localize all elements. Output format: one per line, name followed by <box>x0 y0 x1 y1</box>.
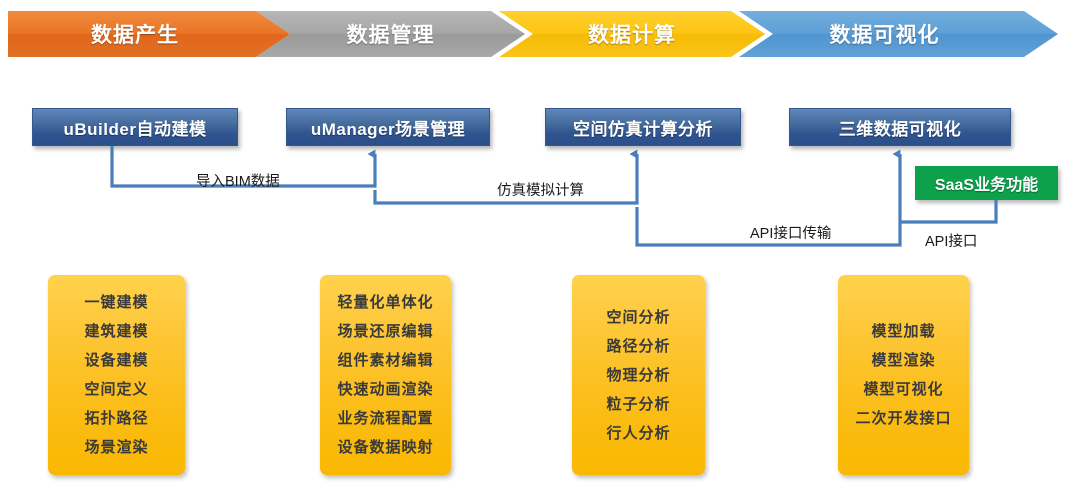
process-banner: 数据产生 数据管理 数据计算 数据可视化 <box>0 0 1080 75</box>
feature-item: 粒子分析 <box>606 395 671 413</box>
feature-item: 场景渲染 <box>84 439 149 456</box>
feature-card-ubuilder[interactable]: 一键建模建筑建模设备建模空间定义拓扑路径场景渲染 <box>48 275 185 475</box>
feature-item: 场景还原编辑 <box>337 323 434 340</box>
feature-item: 组件素材编辑 <box>337 352 434 369</box>
module-box-umanager[interactable]: uManager场景管理 <box>286 108 490 146</box>
connector-label-api-transfer: API接口传输 <box>750 226 832 242</box>
connector-label-import-bim: 导入BIM数据 <box>196 174 280 190</box>
feature-item: 建筑建模 <box>84 323 149 340</box>
feature-item: 设备建模 <box>84 352 149 369</box>
module-box-visualization-label: 三维数据可视化 <box>838 119 962 139</box>
banner-step-1-label: 数据产生 <box>91 24 179 47</box>
feature-item: 空间定义 <box>84 381 149 398</box>
connector-label-simulation: 仿真模拟计算 <box>497 183 584 199</box>
feature-item: 行人分析 <box>606 424 671 442</box>
module-box-umanager-label: uManager场景管理 <box>310 119 466 139</box>
banner-step-2[interactable]: 数据管理 <box>256 11 525 57</box>
feature-item: 模型渲染 <box>871 352 936 369</box>
feature-item: 业务流程配置 <box>337 410 434 427</box>
feature-item: 二次开发接口 <box>855 410 952 427</box>
module-box-simulation-label: 空间仿真计算分析 <box>573 119 713 139</box>
banner-step-1[interactable]: 数据产生 <box>8 11 290 57</box>
module-box-simulation[interactable]: 空间仿真计算分析 <box>545 108 741 146</box>
connector-api <box>900 200 998 224</box>
feature-item: 一键建模 <box>84 294 149 311</box>
feature-item: 拓扑路径 <box>84 410 149 427</box>
feature-item: 设备数据映射 <box>337 439 434 456</box>
module-box-visualization[interactable]: 三维数据可视化 <box>789 108 1011 146</box>
feature-item: 空间分析 <box>606 308 671 326</box>
feature-card-umanager[interactable]: 轻量化单体化场景还原编辑组件素材编辑快速动画渲染业务流程配置设备数据映射 <box>320 275 451 475</box>
banner-step-4-label: 数据可视化 <box>829 24 940 47</box>
connector-label-api: API接口 <box>925 234 978 250</box>
feature-card-visualization[interactable]: 模型加载模型渲染模型可视化二次开发接口 <box>838 275 969 475</box>
banner-step-3-label: 数据计算 <box>588 24 676 47</box>
feature-item: 模型加载 <box>871 323 936 340</box>
feature-item: 轻量化单体化 <box>337 294 434 311</box>
saas-business-box[interactable]: SaaS业务功能 <box>915 166 1058 200</box>
feature-item: 路径分析 <box>606 337 671 355</box>
module-box-ubuilder[interactable]: uBuilder自动建模 <box>32 108 238 146</box>
banner-step-2-label: 数据管理 <box>346 24 435 47</box>
banner-step-4[interactable]: 数据可视化 <box>739 11 1058 57</box>
feature-item: 物理分析 <box>606 366 671 384</box>
feature-item: 模型可视化 <box>863 381 944 398</box>
module-box-ubuilder-label: uBuilder自动建模 <box>63 119 207 139</box>
feature-card-simulation[interactable]: 空间分析路径分析物理分析粒子分析行人分析 <box>572 275 705 475</box>
banner-step-3[interactable]: 数据计算 <box>499 11 765 57</box>
feature-item: 快速动画渲染 <box>337 381 434 398</box>
saas-business-label: SaaS业务功能 <box>934 177 1039 194</box>
